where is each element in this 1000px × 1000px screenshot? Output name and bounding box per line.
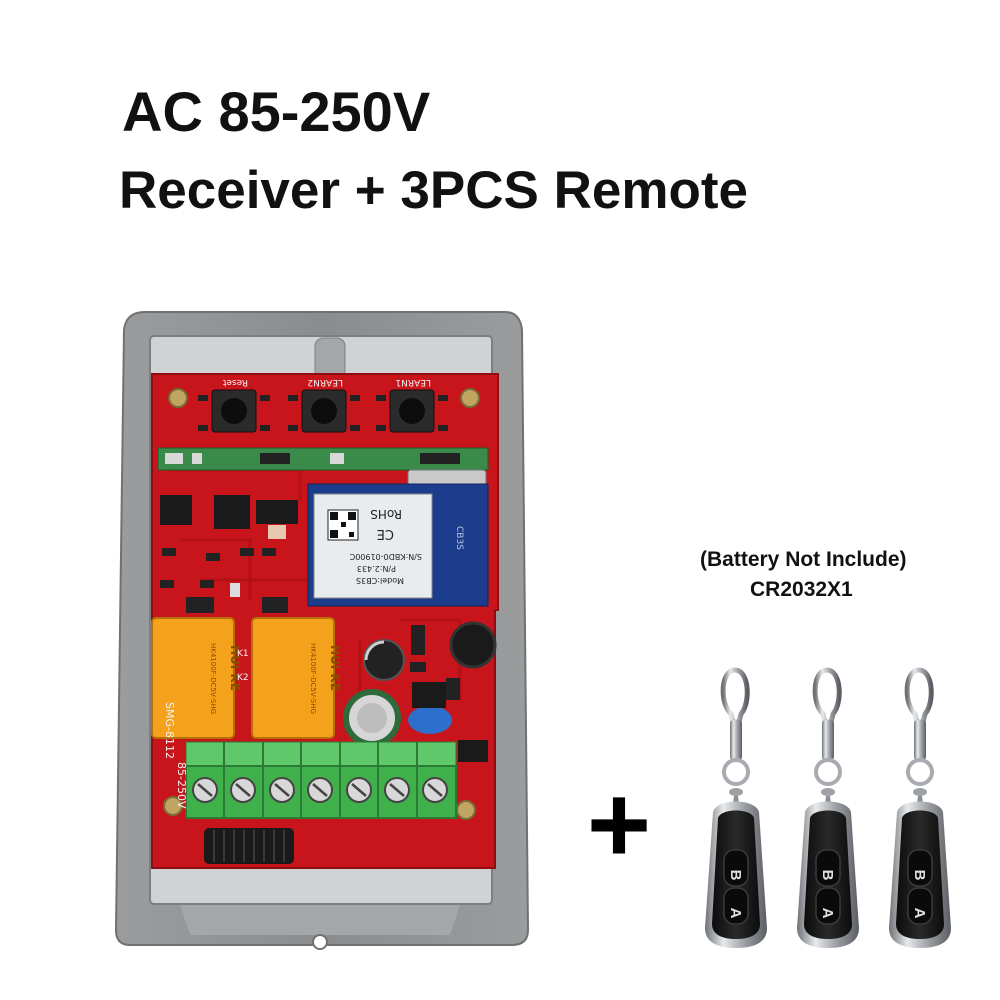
battery-note: (Battery Not Include) bbox=[700, 548, 907, 571]
remote-button-b[interactable]: B bbox=[727, 870, 744, 881]
module-model: Model:CB3S bbox=[356, 576, 404, 585]
k2-silkscreen: K2 bbox=[237, 673, 249, 683]
screw-icon bbox=[456, 800, 476, 820]
relay-k1: HUI KE HK4100F-DC5V-SHG bbox=[151, 617, 242, 739]
reset-silkscreen: Reset bbox=[222, 377, 248, 387]
reset-button[interactable] bbox=[211, 389, 257, 433]
remote-control: B A bbox=[797, 670, 859, 948]
remote-button-b[interactable]: B bbox=[819, 870, 836, 881]
receiver-pcb: Reset LEARN2 LEARN1 bbox=[151, 373, 499, 869]
remote-button-a[interactable]: A bbox=[911, 908, 928, 919]
k1-silkscreen: K1 bbox=[237, 649, 249, 659]
learn1-button[interactable] bbox=[389, 389, 435, 433]
model-silkscreen: SMG-8112 bbox=[163, 702, 176, 759]
module-pn: P/N:2.433 bbox=[357, 564, 396, 573]
screw-icon bbox=[460, 388, 480, 408]
battery-model: CR2032X1 bbox=[750, 578, 853, 601]
product-title: AC 85-250V bbox=[122, 80, 431, 143]
terminal-block bbox=[185, 741, 457, 819]
voltage-silkscreen: 85-250V bbox=[175, 762, 188, 809]
relay-k2: HUI KE HK4100F-DC5V-SHG bbox=[251, 617, 342, 739]
module-sn: S/N:KBD0-01900C bbox=[349, 552, 422, 561]
remote-control: B A bbox=[705, 670, 767, 948]
module-rohs: RoHS bbox=[370, 507, 402, 521]
product-subtitle: Receiver + 3PCS Remote bbox=[119, 161, 748, 220]
screw-icon bbox=[168, 388, 188, 408]
remote-button-a[interactable]: A bbox=[819, 908, 836, 919]
remote-button-a[interactable]: A bbox=[727, 908, 744, 919]
learn1-silkscreen: LEARN1 bbox=[395, 377, 431, 387]
relay-k2-part: HK4100F-DC5V-SHG bbox=[309, 643, 317, 714]
remote-control: B A bbox=[889, 670, 951, 948]
mounting-hole-icon bbox=[312, 934, 328, 950]
plus-icon: + bbox=[587, 763, 651, 886]
relay-k1-part: HK4100F-DC5V-SHG bbox=[209, 643, 217, 714]
learn2-button[interactable] bbox=[301, 389, 347, 433]
remote-button-b[interactable]: B bbox=[911, 870, 928, 881]
relay-k2-brand: HUI KE bbox=[328, 645, 342, 691]
module-ce: CE bbox=[377, 526, 394, 541]
antenna-label: CB3S bbox=[454, 526, 464, 550]
screw-icon bbox=[163, 796, 183, 816]
relay-k1-brand: HUI KE bbox=[228, 645, 242, 691]
learn2-silkscreen: LEARN2 bbox=[307, 377, 343, 387]
